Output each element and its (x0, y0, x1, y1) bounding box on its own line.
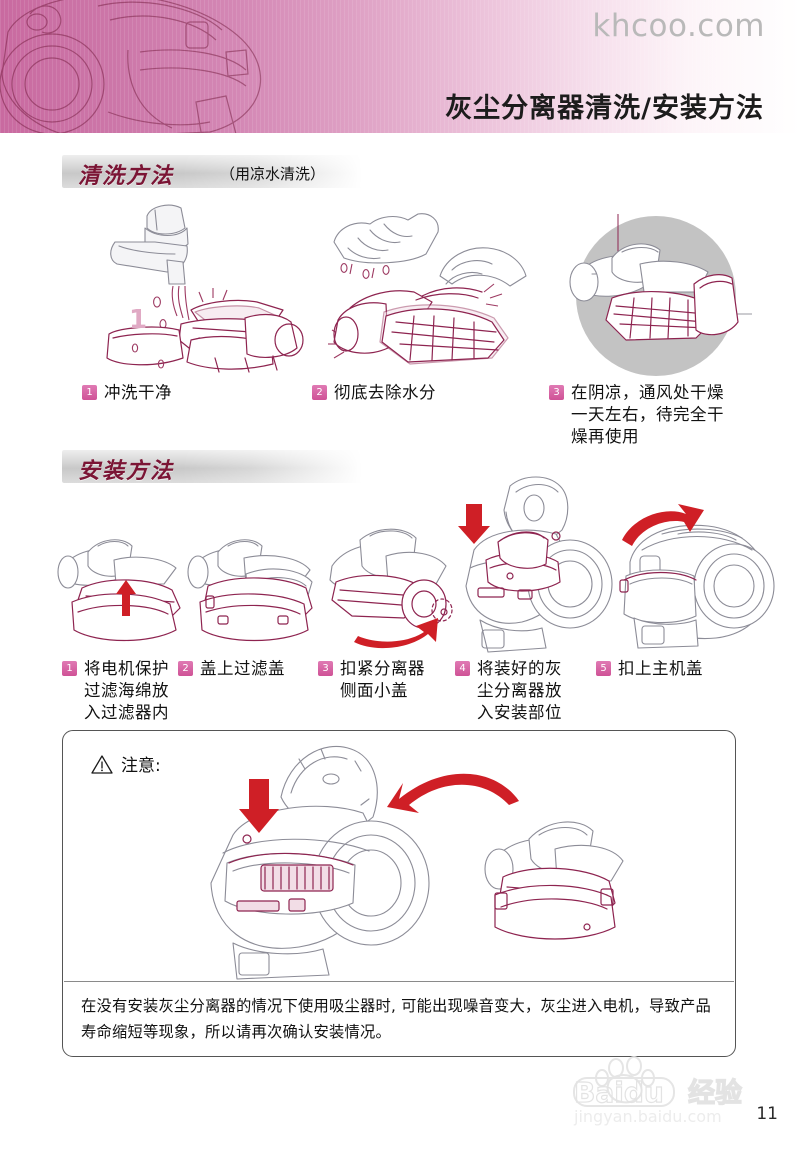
caption-install-step-4: 4 将装好的灰 尘分离器放 入安装部位 (455, 658, 583, 724)
illustration-fasten-side-cap (320, 520, 460, 655)
step-badge: 1 (82, 385, 97, 400)
svg-text:1: 1 (129, 305, 147, 335)
section-heading-washing: 清洗方法 （用凉水清洗） (62, 155, 482, 189)
illustration-hands-shaking-off-water (322, 208, 547, 378)
caption-wash-step-1: 1 冲洗干净 (82, 382, 172, 404)
step-text: 在阴凉，通风处干燥 一天左右，待完全干 燥再使用 (571, 383, 724, 446)
step-text: 冲洗干净 (104, 383, 172, 402)
caption-install-step-1: 1 将电机保护 过滤海绵放 入过滤器内 (62, 658, 190, 724)
notice-body-text: 在没有安装灰尘分离器的情况下使用吸尘器时, 可能出现噪音变大，灰尘进入电机，导致… (81, 997, 712, 1041)
caption-wash-step-2: 2 彻底去除水分 (312, 382, 436, 404)
page-title: 灰尘分离器清洗/安装方法 (445, 93, 764, 124)
warning-triangle-icon (91, 754, 113, 774)
watermark-brand: Baidu (574, 1076, 664, 1109)
section-note-washing: （用凉水清洗） (220, 165, 326, 183)
step-badge: 5 (596, 661, 611, 676)
step-badge: 2 (178, 661, 193, 676)
step-text: 扣紧分离器 侧面小盖 (340, 659, 425, 700)
step-badge: 3 (318, 661, 333, 676)
watermark-suffix: 经验 (688, 1077, 742, 1109)
illustration-place-separator-into-body (452, 472, 622, 657)
notice-title: 注意: (91, 751, 161, 776)
section-label-washing: 清洗方法 (78, 164, 175, 189)
page-number: 11 (756, 1104, 778, 1124)
illustration-close-filter-cover (187, 530, 318, 650)
notice-divider (64, 981, 734, 982)
step-text: 盖上过滤盖 (200, 659, 285, 678)
step-badge: 2 (312, 385, 327, 400)
illustration-insert-motor-protection-sponge (57, 530, 188, 650)
caption-install-step-2: 2 盖上过滤盖 (178, 658, 306, 680)
section-tag-background (62, 450, 362, 483)
step-text: 彻底去除水分 (334, 383, 436, 402)
step-text: 将装好的灰 尘分离器放 入安装部位 (477, 659, 562, 722)
site-watermark: khcoo.com (592, 8, 765, 44)
baidu-experience-watermark: Baidu 经验 jingyan.baidu.com (573, 1056, 743, 1126)
caption-install-step-5: 5 扣上主机盖 (596, 658, 746, 680)
step-badge: 3 (549, 385, 564, 400)
caption-wash-step-3: 3 在阴凉，通风处干燥 一天左右，待完全干 燥再使用 (549, 382, 789, 448)
vacuum-cleaner-line-art-icon (0, 0, 262, 133)
caption-install-step-3: 3 扣紧分离器 侧面小盖 (318, 658, 446, 702)
section-label-installation: 安装方法 (78, 459, 175, 484)
section-heading-installation: 安装方法 (62, 450, 482, 484)
illustration-close-main-cover (612, 500, 782, 650)
step-badge: 4 (455, 661, 470, 676)
step-text: 扣上主机盖 (618, 659, 703, 678)
illustration-separator-drying-in-shade (556, 214, 756, 379)
notice-box: 注意: (62, 730, 736, 1057)
step-text: 将电机保护 过滤海绵放 入过滤器内 (84, 659, 169, 722)
illustration-vacuum-open-lid-and-separator (203, 743, 624, 980)
header-stripe-texture (0, 0, 800, 133)
step-badge: 1 (62, 661, 77, 676)
watermark-url: jingyan.baidu.com (573, 1107, 722, 1126)
notice-title-text: 注意: (121, 756, 161, 776)
section-tag-background (62, 155, 362, 188)
page-header: khcoo.com (0, 0, 800, 133)
illustration-faucet-rinsing-separator: 1 (95, 198, 325, 378)
